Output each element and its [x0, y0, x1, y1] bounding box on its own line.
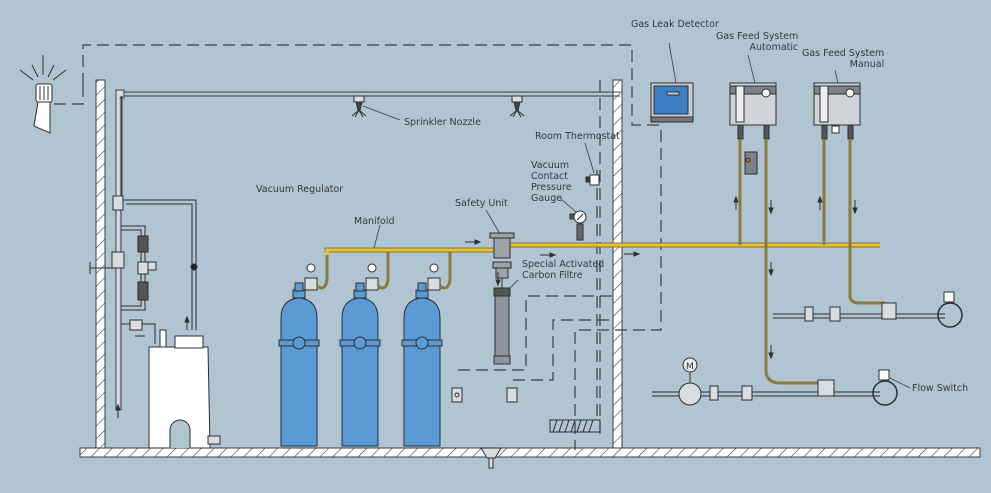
gas-cylinders — [278, 263, 443, 447]
label-vacuum-gauge-line4: Gauge — [531, 193, 563, 204]
sensor-boxes — [451, 387, 518, 403]
label-vacuum-gauge-line1: Vacuum — [531, 160, 570, 171]
pressure-gauge-icon — [569, 210, 587, 241]
safety-unit — [489, 232, 515, 288]
label-special-filter: Special Activated Carbon Filtre — [522, 259, 604, 281]
label-safety-unit: Safety Unit — [455, 198, 508, 209]
thermostat-icon — [585, 174, 600, 186]
label-gas-leak-detector: Gas Leak Detector — [631, 19, 719, 30]
label-gas-feed-auto-line2: Automatic — [749, 42, 799, 53]
direction-arrows — [465, 195, 858, 360]
carbon-filter — [493, 287, 511, 365]
left-wall — [95, 79, 106, 449]
heater-icon — [549, 419, 601, 433]
label-gas-feed-manual: Gas Feed System Manual — [802, 48, 884, 70]
warning-beacon-icon — [19, 55, 67, 134]
manifold — [325, 243, 880, 255]
label-gas-feed-auto: Gas Feed System Automatic — [716, 31, 798, 53]
label-gas-feed-manual-line1: Gas Feed System — [802, 48, 885, 59]
vacuum-lines — [738, 139, 885, 385]
label-vacuum-regulator: Vacuum Regulator — [256, 184, 344, 195]
manifold-outline — [324, 242, 880, 253]
gas-detector-icon — [650, 82, 694, 123]
injector-assembly — [89, 195, 198, 344]
label-sprinkler-nozzle: Sprinkler Nozzle — [404, 117, 481, 128]
water-pipelines — [652, 302, 945, 401]
cylinder-icon — [339, 263, 381, 447]
label-flow-switch: Flow Switch — [912, 383, 969, 394]
cylinder-icon — [278, 263, 320, 447]
motor-symbol: M — [686, 362, 694, 372]
water-tank — [148, 329, 221, 449]
drain-icon — [480, 447, 502, 469]
label-gas-feed-auto-line1: Gas Feed System — [716, 31, 799, 42]
floor — [79, 447, 981, 458]
label-special-filter-line2: Carbon Filtre — [522, 270, 583, 281]
feed-system-icon — [813, 82, 861, 140]
sprinkler-nozzle-icon — [351, 95, 525, 118]
label-vacuum-gauge: Vacuum Contact Pressure Gauge — [531, 160, 572, 204]
signal-wiring — [50, 44, 662, 450]
label-room-thermostat: Room Thermostat — [535, 131, 620, 142]
label-special-filter-line1: Special Activated — [522, 259, 605, 270]
flow-switch-icon — [872, 291, 963, 406]
label-manifold: Manifold — [354, 216, 395, 227]
label-gas-feed-manual-line2: Manual — [849, 59, 885, 70]
label-vacuum-gauge-line2: Contact — [531, 171, 568, 182]
flow-arrows — [115, 315, 190, 418]
label-vacuum-gauge-line3: Pressure — [531, 182, 572, 193]
flex-hoses — [316, 250, 452, 290]
cylinder-icon — [401, 263, 443, 447]
feed-system-icon — [729, 82, 777, 175]
pump-motor-icon — [678, 357, 702, 406]
